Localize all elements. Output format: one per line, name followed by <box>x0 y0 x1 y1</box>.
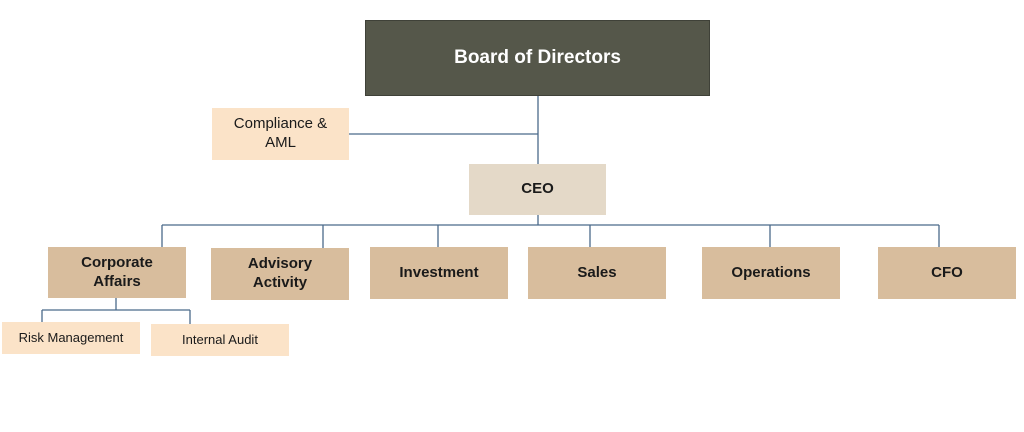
compliance-aml-box: Compliance & AML <box>212 108 349 160</box>
ceo-label: CEO <box>521 180 554 198</box>
risk-management-label: Risk Management <box>18 329 124 345</box>
advisory-activity-label-line1: Advisory <box>247 255 313 273</box>
corporate-affairs-box: Corporate Affairs <box>48 247 186 298</box>
risk-management-box: Risk Management <box>2 322 140 354</box>
internal-audit-label: Internal Audit <box>182 331 258 347</box>
investment-label: Investment <box>399 263 479 281</box>
corporate-affairs-label-line1: Corporate <box>81 253 153 271</box>
advisory-activity-label: Advisory Activity <box>248 255 312 293</box>
advisory-activity-label-line2: Activity <box>252 274 308 291</box>
advisory-activity-box: Advisory Activity <box>211 248 349 300</box>
ceo-box: CEO <box>469 164 606 215</box>
operations-label: Operations <box>731 263 811 281</box>
operations-box: Operations <box>702 247 840 299</box>
corporate-affairs-label: Corporate Affairs <box>81 254 153 292</box>
corporate-affairs-label-line2: Affairs <box>93 272 141 290</box>
investment-box: Investment <box>370 247 508 299</box>
cfo-box: CFO <box>878 247 1016 299</box>
compliance-aml-label-line2: AML <box>265 134 296 151</box>
board-of-directors-box: Board of Directors <box>365 20 710 96</box>
cfo-label: CFO <box>931 263 963 281</box>
board-of-directors-label: Board of Directors <box>454 47 621 69</box>
compliance-aml-label-line1: Compliance & <box>233 115 328 133</box>
sales-box: Sales <box>528 247 666 299</box>
compliance-aml-label: Compliance & AML <box>234 115 327 153</box>
internal-audit-box: Internal Audit <box>151 324 289 356</box>
sales-label: Sales <box>577 263 617 281</box>
